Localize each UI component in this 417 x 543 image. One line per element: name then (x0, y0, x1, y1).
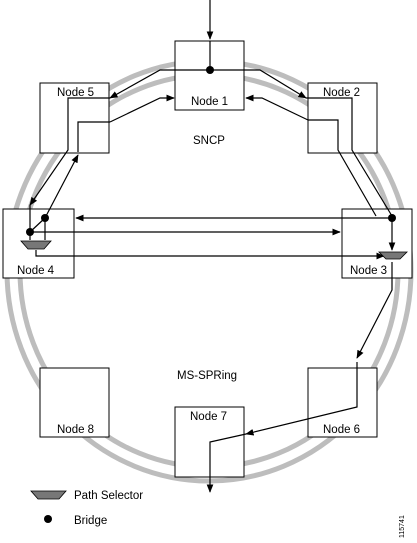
path-n3-to-n6 (356, 262, 393, 359)
bridges (26, 66, 396, 236)
figure-id: 115741 (399, 515, 406, 538)
ring-label-lower: MS-SPRing (177, 370, 237, 382)
path-n5-inner-internal (77, 121, 110, 152)
node-7-label: Node 7 (190, 411, 227, 423)
path-n1-to-n2-outer (210, 69, 307, 99)
bridge-dot-node-4-inner (41, 214, 49, 222)
path-n7-output (206, 433, 247, 493)
legend-path-selector-label: Path Selector (74, 490, 143, 502)
path-n6-to-n7 (245, 362, 358, 436)
node-3-box (341, 208, 413, 279)
node-8-box (39, 367, 110, 438)
bridge-dot-node-1 (206, 66, 214, 74)
path-n2-to-n1-inner (245, 94, 309, 121)
path-n4-to-n3-direct (45, 218, 340, 232)
legend-bridge-label: Bridge (74, 515, 107, 527)
node-labels: Node 1 Node 2 Node 3 Node 4 Node 5 Node … (17, 87, 387, 436)
path-selectors (20, 240, 408, 260)
bridge-dot-node-4 (26, 228, 34, 236)
legend-path-selector-icon (30, 490, 67, 500)
node-3-label: Node 3 (350, 265, 387, 277)
node-8-label: Node 8 (57, 424, 94, 436)
node-6-box (307, 367, 378, 438)
node-5-label: Node 5 (57, 87, 94, 99)
path-n2-to-n3-outer (306, 97, 393, 217)
ring-label-upper: SNCP (193, 135, 225, 147)
path-selector-node-4 (20, 240, 52, 250)
signal-paths (29, 0, 396, 493)
node-5-box (39, 82, 110, 154)
path-n4-selector-to-n3 (35, 250, 385, 260)
node-4-label: Node 4 (17, 265, 55, 277)
path-n5-to-n4-outer (29, 97, 110, 206)
node-1-label: Node 1 (191, 96, 228, 108)
path-n4-to-n5-inner (44, 154, 79, 219)
path-n3-to-n2-inner (308, 119, 377, 217)
path-n5-to-n1-inner (109, 94, 175, 123)
path-selector-node-3 (378, 251, 408, 260)
legend: Path Selector Bridge (30, 490, 143, 527)
node-2-box (307, 82, 378, 154)
node-2-label: Node 2 (323, 87, 360, 99)
legend-bridge-icon (44, 515, 52, 523)
bridge-dot-node-3 (388, 214, 396, 222)
node-6-label: Node 6 (323, 424, 360, 436)
path-n1-to-n5-outer (109, 69, 210, 99)
